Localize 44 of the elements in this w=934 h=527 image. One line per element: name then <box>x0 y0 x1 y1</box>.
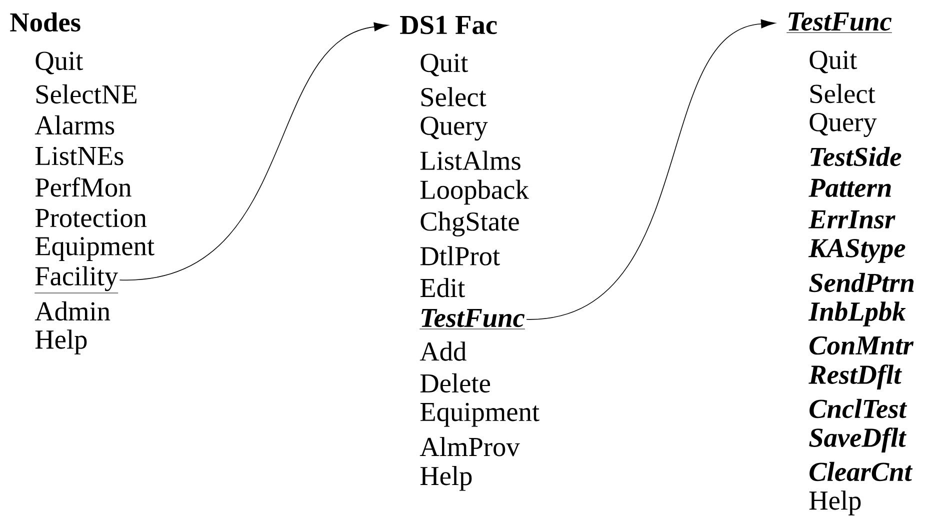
menu-heading: Nodes <box>10 12 80 32</box>
menu-item: Edit <box>420 278 465 298</box>
menu-item: Quit <box>36 52 84 74</box>
menu-item: Query <box>420 116 488 141</box>
curved-arrow <box>119 22 388 280</box>
menu-item: PerfMon <box>35 177 132 197</box>
menu-item: Add <box>420 342 466 361</box>
menu-item: Help <box>35 330 87 354</box>
menu-item: DtlProt <box>420 246 500 266</box>
menu-item: Help <box>420 466 472 491</box>
menu-item: ChgState <box>420 212 519 236</box>
menu-item: Admin <box>34 301 110 321</box>
curved-arrow <box>526 19 776 320</box>
menu-item: ListAlms <box>420 150 520 170</box>
menu-heading: TestFunc <box>786 12 892 33</box>
menu-item: ConMntr <box>810 336 914 355</box>
menu-item: Query <box>810 113 877 137</box>
menu-item: InbLpbk <box>808 302 906 326</box>
menu-item: TestFunc <box>419 308 526 330</box>
menu-item: Select <box>421 87 486 106</box>
menu-item: Alarms <box>34 115 114 135</box>
menu-heading: DS1 Fac <box>400 16 497 34</box>
menu-item: ListNEs <box>35 146 124 166</box>
menu-item: TestSide <box>810 146 902 166</box>
menu-item: Facility <box>34 266 118 294</box>
menu-item: Select <box>810 84 876 104</box>
menu-item: Delete <box>420 373 490 393</box>
menu-item: CnclTest <box>810 398 908 418</box>
menu-item: Protection <box>35 208 147 228</box>
menu-item: Quit <box>810 50 858 74</box>
menu-item: KAStype <box>808 239 906 263</box>
menu-item: RestDflt <box>808 364 902 390</box>
menu-item: Equipment <box>35 237 154 261</box>
menu-item: Quit <box>420 54 468 76</box>
menu-item: Pattern <box>808 178 891 198</box>
menu-item: SendPtrn <box>809 272 914 292</box>
menu-item: Equipment <box>420 402 540 427</box>
menu-item: ClearCnt <box>810 462 913 482</box>
menu-item: ErrInsr <box>808 210 896 229</box>
menu-item: Loopback <box>420 180 529 205</box>
menu-item: AlmProv <box>420 436 520 456</box>
menu-item: SelectNE <box>36 84 136 104</box>
menu-item: Help <box>809 490 861 516</box>
menu-item: SaveDflt <box>809 427 906 453</box>
